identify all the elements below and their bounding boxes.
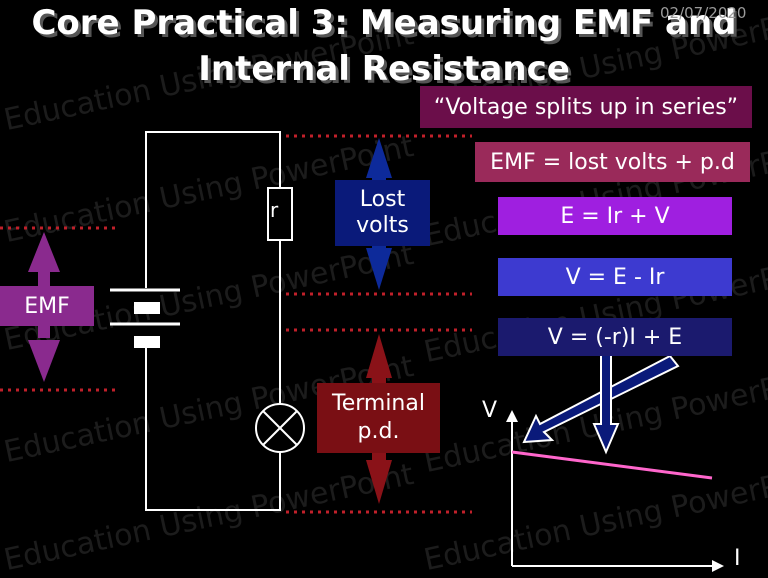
slide-title: Core Practical 3: Measuring EMF and Inte… — [0, 0, 768, 92]
wire-bottom — [145, 348, 281, 511]
graph-x-label: I — [734, 546, 741, 571]
equation-3-text: V = (-r)I + E — [547, 324, 683, 350]
resistor-r — [267, 187, 293, 241]
equation-3-box: V = (-r)I + E — [498, 318, 732, 356]
lamp-icon — [255, 403, 305, 453]
slide-date: 02/07/2020 — [660, 4, 747, 22]
v-i-graph-line — [511, 450, 713, 480]
circuit-wires — [145, 131, 281, 511]
equation-1-box: E = Ir + V — [498, 197, 732, 235]
emf-box: EMF — [0, 286, 94, 326]
terminal-pd-line-1: Terminal — [332, 391, 425, 416]
y-axis-arrowhead-icon — [506, 410, 518, 422]
emf-equation-box: EMF = lost volts + p.d — [475, 142, 750, 182]
terminal-pd-line-2: p.d. — [357, 419, 400, 444]
x-axis-arrowhead-icon — [712, 560, 724, 572]
title-line-2: Internal Resistance — [198, 49, 570, 89]
title-line-1: Core Practical 3: Measuring EMF and — [31, 3, 737, 43]
equation-2-box: V = E - Ir — [498, 258, 732, 296]
emf-equation-text: EMF = lost volts + p.d — [490, 149, 735, 175]
equation-2-text: V = E - Ir — [565, 264, 665, 290]
series-quote-box: “Voltage splits up in series” — [420, 86, 752, 128]
lost-volts-line-2: volts — [356, 213, 409, 238]
intercept-pointer-arrow-icon — [592, 351, 620, 455]
graph-axes — [511, 418, 716, 567]
lost-volts-line-1: Lost — [359, 187, 406, 212]
cell-icon — [110, 288, 180, 348]
graph-y-label: V — [482, 398, 498, 423]
terminal-pd-box: Terminal p.d. — [317, 383, 440, 453]
lost-volts-box: Lost volts — [335, 180, 430, 246]
resistor-label: r — [270, 198, 279, 222]
dotted-guides — [0, 134, 472, 514]
series-quote-text: “Voltage splits up in series” — [433, 94, 739, 120]
wire-top — [145, 131, 281, 288]
emf-label: EMF — [24, 293, 70, 319]
equation-1-text: E = Ir + V — [560, 203, 670, 229]
